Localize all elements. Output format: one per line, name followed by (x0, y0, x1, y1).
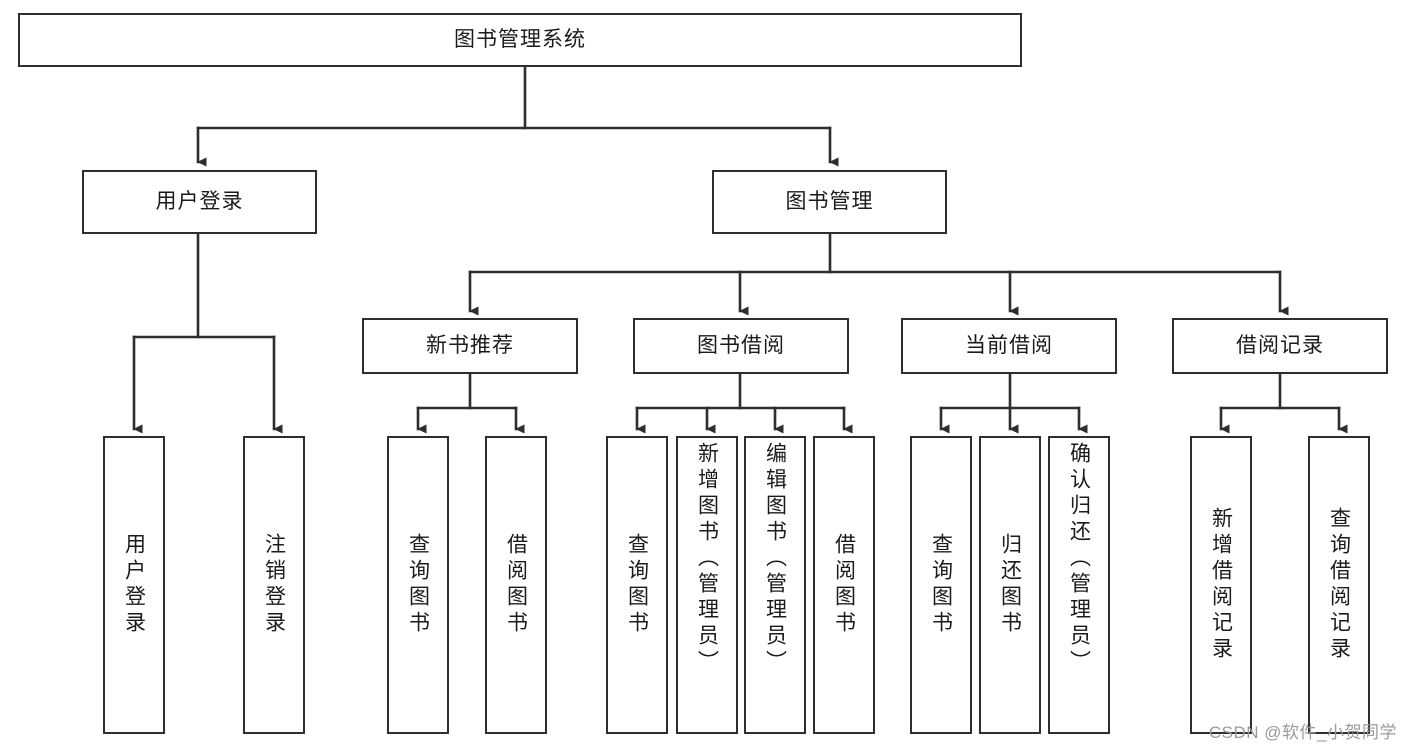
node-label: 当前借阅 (965, 333, 1053, 357)
leaf-current-return-book[interactable]: 归还图书 (979, 436, 1041, 734)
node-root[interactable]: 图书管理系统 (18, 13, 1022, 67)
node-borrow-records[interactable]: 借阅记录 (1172, 318, 1388, 374)
leaf-record-query[interactable]: 查询借阅记录 (1308, 436, 1370, 734)
node-label: 查询图书 (929, 533, 953, 637)
node-label: 查询借阅记录 (1327, 507, 1351, 663)
leaf-borrow-edit-book-admin[interactable]: 编辑图书（管理员） (744, 436, 806, 734)
leaf-user-logout[interactable]: 注销登录 (243, 436, 305, 734)
node-label: 用户登录 (122, 533, 146, 637)
node-label: 图书管理系统 (454, 27, 586, 51)
node-label: 用户登录 (155, 189, 244, 213)
node-book-borrow[interactable]: 图书借阅 (633, 318, 849, 374)
node-label: 新书推荐 (426, 333, 514, 357)
node-book-management[interactable]: 图书管理 (712, 170, 947, 234)
node-label: 编辑图书（管理员） (763, 442, 787, 676)
leaf-current-confirm-return-admin[interactable]: 确认归还（管理员） (1048, 436, 1110, 734)
leaf-borrow-borrow-book[interactable]: 借阅图书 (813, 436, 875, 734)
node-label: 新增借阅记录 (1209, 507, 1233, 663)
node-label: 确认归还（管理员） (1067, 442, 1091, 676)
node-label: 借阅图书 (832, 533, 856, 637)
node-label: 图书管理 (785, 189, 874, 213)
node-user-login[interactable]: 用户登录 (82, 170, 317, 234)
leaf-new-book-query[interactable]: 查询图书 (387, 436, 449, 734)
node-label: 借阅图书 (504, 533, 528, 637)
leaf-new-book-borrow[interactable]: 借阅图书 (485, 436, 547, 734)
leaf-current-query-book[interactable]: 查询图书 (910, 436, 972, 734)
node-label: 查询图书 (625, 533, 649, 637)
node-label: 借阅记录 (1236, 333, 1324, 357)
leaf-record-add[interactable]: 新增借阅记录 (1190, 436, 1252, 734)
node-label: 查询图书 (406, 533, 430, 637)
leaf-borrow-query-book[interactable]: 查询图书 (606, 436, 668, 734)
leaf-user-login[interactable]: 用户登录 (103, 436, 165, 734)
node-current-borrow[interactable]: 当前借阅 (901, 318, 1117, 374)
node-label: 新增图书（管理员） (695, 442, 719, 676)
node-label: 归还图书 (998, 533, 1022, 637)
node-label: 图书借阅 (697, 333, 785, 357)
leaf-borrow-add-book-admin[interactable]: 新增图书（管理员） (676, 436, 738, 734)
node-new-book-recommend[interactable]: 新书推荐 (362, 318, 578, 374)
node-label: 注销登录 (262, 533, 286, 637)
